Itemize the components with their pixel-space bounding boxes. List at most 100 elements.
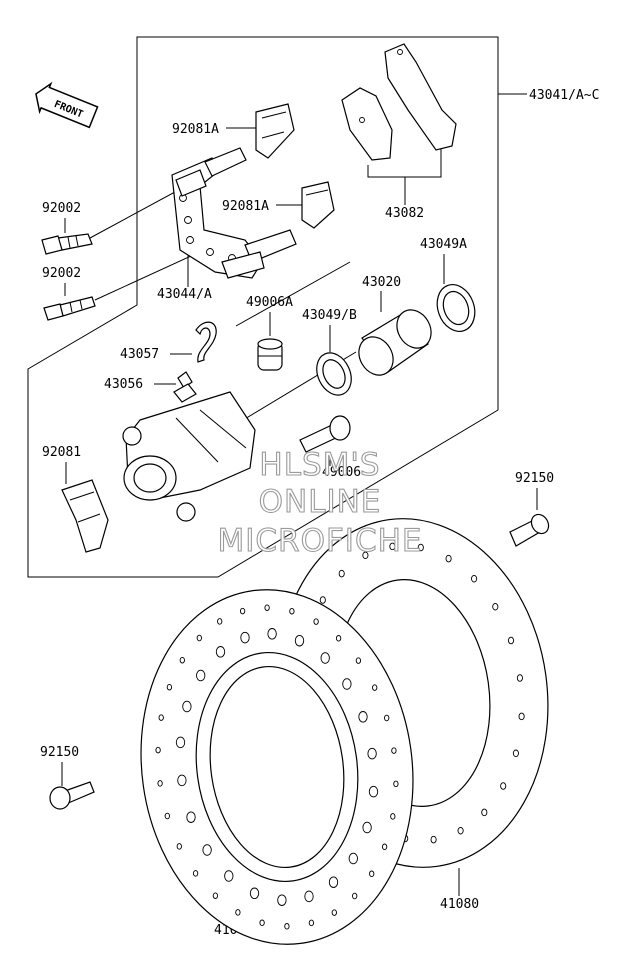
disc-vent-hole: [196, 669, 206, 682]
disc-vent-hole: [217, 618, 223, 625]
brake-disc-41080-front: [140, 589, 414, 945]
callout-92081a-top: 92081A: [172, 122, 219, 137]
disc-vent-hole: [492, 602, 499, 611]
disc-vent-hole: [175, 736, 186, 749]
callout-43056: 43056: [104, 377, 143, 392]
disc-vent-hole: [355, 657, 362, 664]
brake-pads-43082: [341, 43, 457, 161]
disc-vent-hole: [249, 887, 260, 900]
disc-vent-hole: [381, 843, 388, 851]
disc-vent-hole: [313, 618, 319, 625]
callout-92150-left: 92150: [40, 745, 79, 760]
disc-vent-hole: [516, 674, 523, 682]
disc-vent-hole: [158, 714, 164, 721]
disc-vent-hole: [319, 596, 326, 604]
disc-vent-hole: [384, 714, 390, 722]
disc-vent-hole: [362, 821, 372, 834]
disc-vent-hole: [368, 785, 379, 798]
callout-43049b: 43049/B: [302, 308, 357, 323]
pin-bolt-49006: [299, 415, 351, 453]
disc-bolt-92150-right: [509, 513, 550, 547]
callout-49006a: 49006A: [246, 295, 293, 310]
disc-vent-hole: [294, 634, 305, 647]
disc-vent-hole: [224, 870, 234, 882]
disc-vent-hole: [393, 780, 399, 788]
pad-spring-92081a-mid: [301, 181, 335, 229]
callout-92002-bottom: 92002: [42, 266, 81, 281]
boot-49006a: [257, 338, 283, 371]
disc-vent-hole: [157, 780, 163, 787]
disc-vent-hole: [259, 919, 265, 927]
disc-vent-hole: [417, 543, 424, 552]
disc-vent-hole: [192, 870, 199, 877]
callout-43057: 43057: [120, 347, 159, 362]
disc-vent-hole: [390, 813, 396, 820]
disc-vent-hole: [177, 774, 187, 787]
caliper-body: [122, 391, 256, 522]
disc-holes-front: [155, 604, 399, 930]
disc-vent-hole: [457, 826, 464, 835]
disc-vent-hole: [320, 652, 330, 664]
disc-vent-hole: [481, 808, 488, 817]
callout-92150-right: 92150: [515, 471, 554, 486]
watermark: HLSM'S ONLINE MICROFICHE: [217, 446, 423, 559]
disc-vent-hole: [342, 678, 352, 690]
disc-vent-hole: [338, 569, 345, 578]
disc-vent-hole: [166, 683, 173, 691]
bolt-92002-bottom: [43, 296, 96, 321]
callout-49006: 49006: [322, 465, 361, 480]
disc-vent-hole: [372, 684, 378, 691]
disc-vent-hole: [331, 909, 337, 916]
disc-vent-hole: [369, 870, 375, 878]
disc-vent-hole: [289, 607, 295, 615]
bolt-92002-top: [41, 233, 93, 255]
disc-vent-hole: [284, 923, 290, 930]
callout-92081: 92081: [42, 445, 81, 460]
disc-vent-hole: [512, 749, 519, 758]
disc-vent-hole: [367, 747, 377, 760]
disc-bolt-92150-left: [49, 781, 95, 810]
disc-vent-hole: [430, 835, 437, 844]
caliper-bracket-43044: [171, 147, 297, 279]
disc-vent-hole: [304, 890, 314, 903]
callout-92081a-mid: 92081A: [222, 199, 269, 214]
disc-vent-hole: [212, 892, 219, 899]
disc-vent-hole: [389, 542, 396, 551]
disc-vent-hole: [277, 894, 287, 906]
disc-vent-hole: [500, 782, 507, 790]
disc-vent-hole: [518, 712, 525, 721]
disc-vent-hole: [471, 574, 478, 583]
disc-vent-hole: [182, 700, 192, 713]
piston-43020: [358, 309, 432, 376]
bleed-valve-43056: [173, 371, 197, 403]
disc-vent-hole: [176, 843, 182, 850]
caliper-assembly-frame: [27, 36, 499, 578]
disc-vent-hole: [164, 812, 170, 820]
callout-92002-top: 92002: [42, 201, 81, 216]
disc-vent-hole: [445, 554, 452, 563]
callout-43044: 43044/A: [157, 287, 212, 302]
disc-vent-hole: [328, 876, 339, 888]
piston-seal-43049b: [316, 352, 352, 396]
callout-41080-right: 41080: [440, 897, 479, 912]
disc-vent-hole: [335, 635, 342, 642]
disc-vent-hole: [155, 746, 161, 754]
pad-spring-92081: [61, 479, 109, 553]
pad-spring-92081a-top: [255, 103, 295, 159]
callout-43020: 43020: [362, 275, 401, 290]
front-arrow: FRONT: [35, 81, 99, 129]
disc-vent-hole: [202, 844, 212, 856]
disc-vent-hole: [179, 656, 185, 664]
disc-vent-hole: [358, 711, 368, 723]
callout-43082: 43082: [385, 206, 424, 221]
disc-vent-hole: [362, 551, 369, 560]
disc-vent-hole: [267, 628, 277, 640]
watermark-line-3: MICROFICHE: [218, 523, 423, 559]
watermark-line-1: HLSM'S: [259, 447, 380, 483]
disc-vent-hole: [235, 909, 241, 916]
disc-vent-hole: [352, 892, 358, 900]
disc-vent-hole: [196, 634, 202, 642]
disc-vent-hole: [348, 852, 358, 865]
disc-vent-hole: [308, 919, 315, 927]
